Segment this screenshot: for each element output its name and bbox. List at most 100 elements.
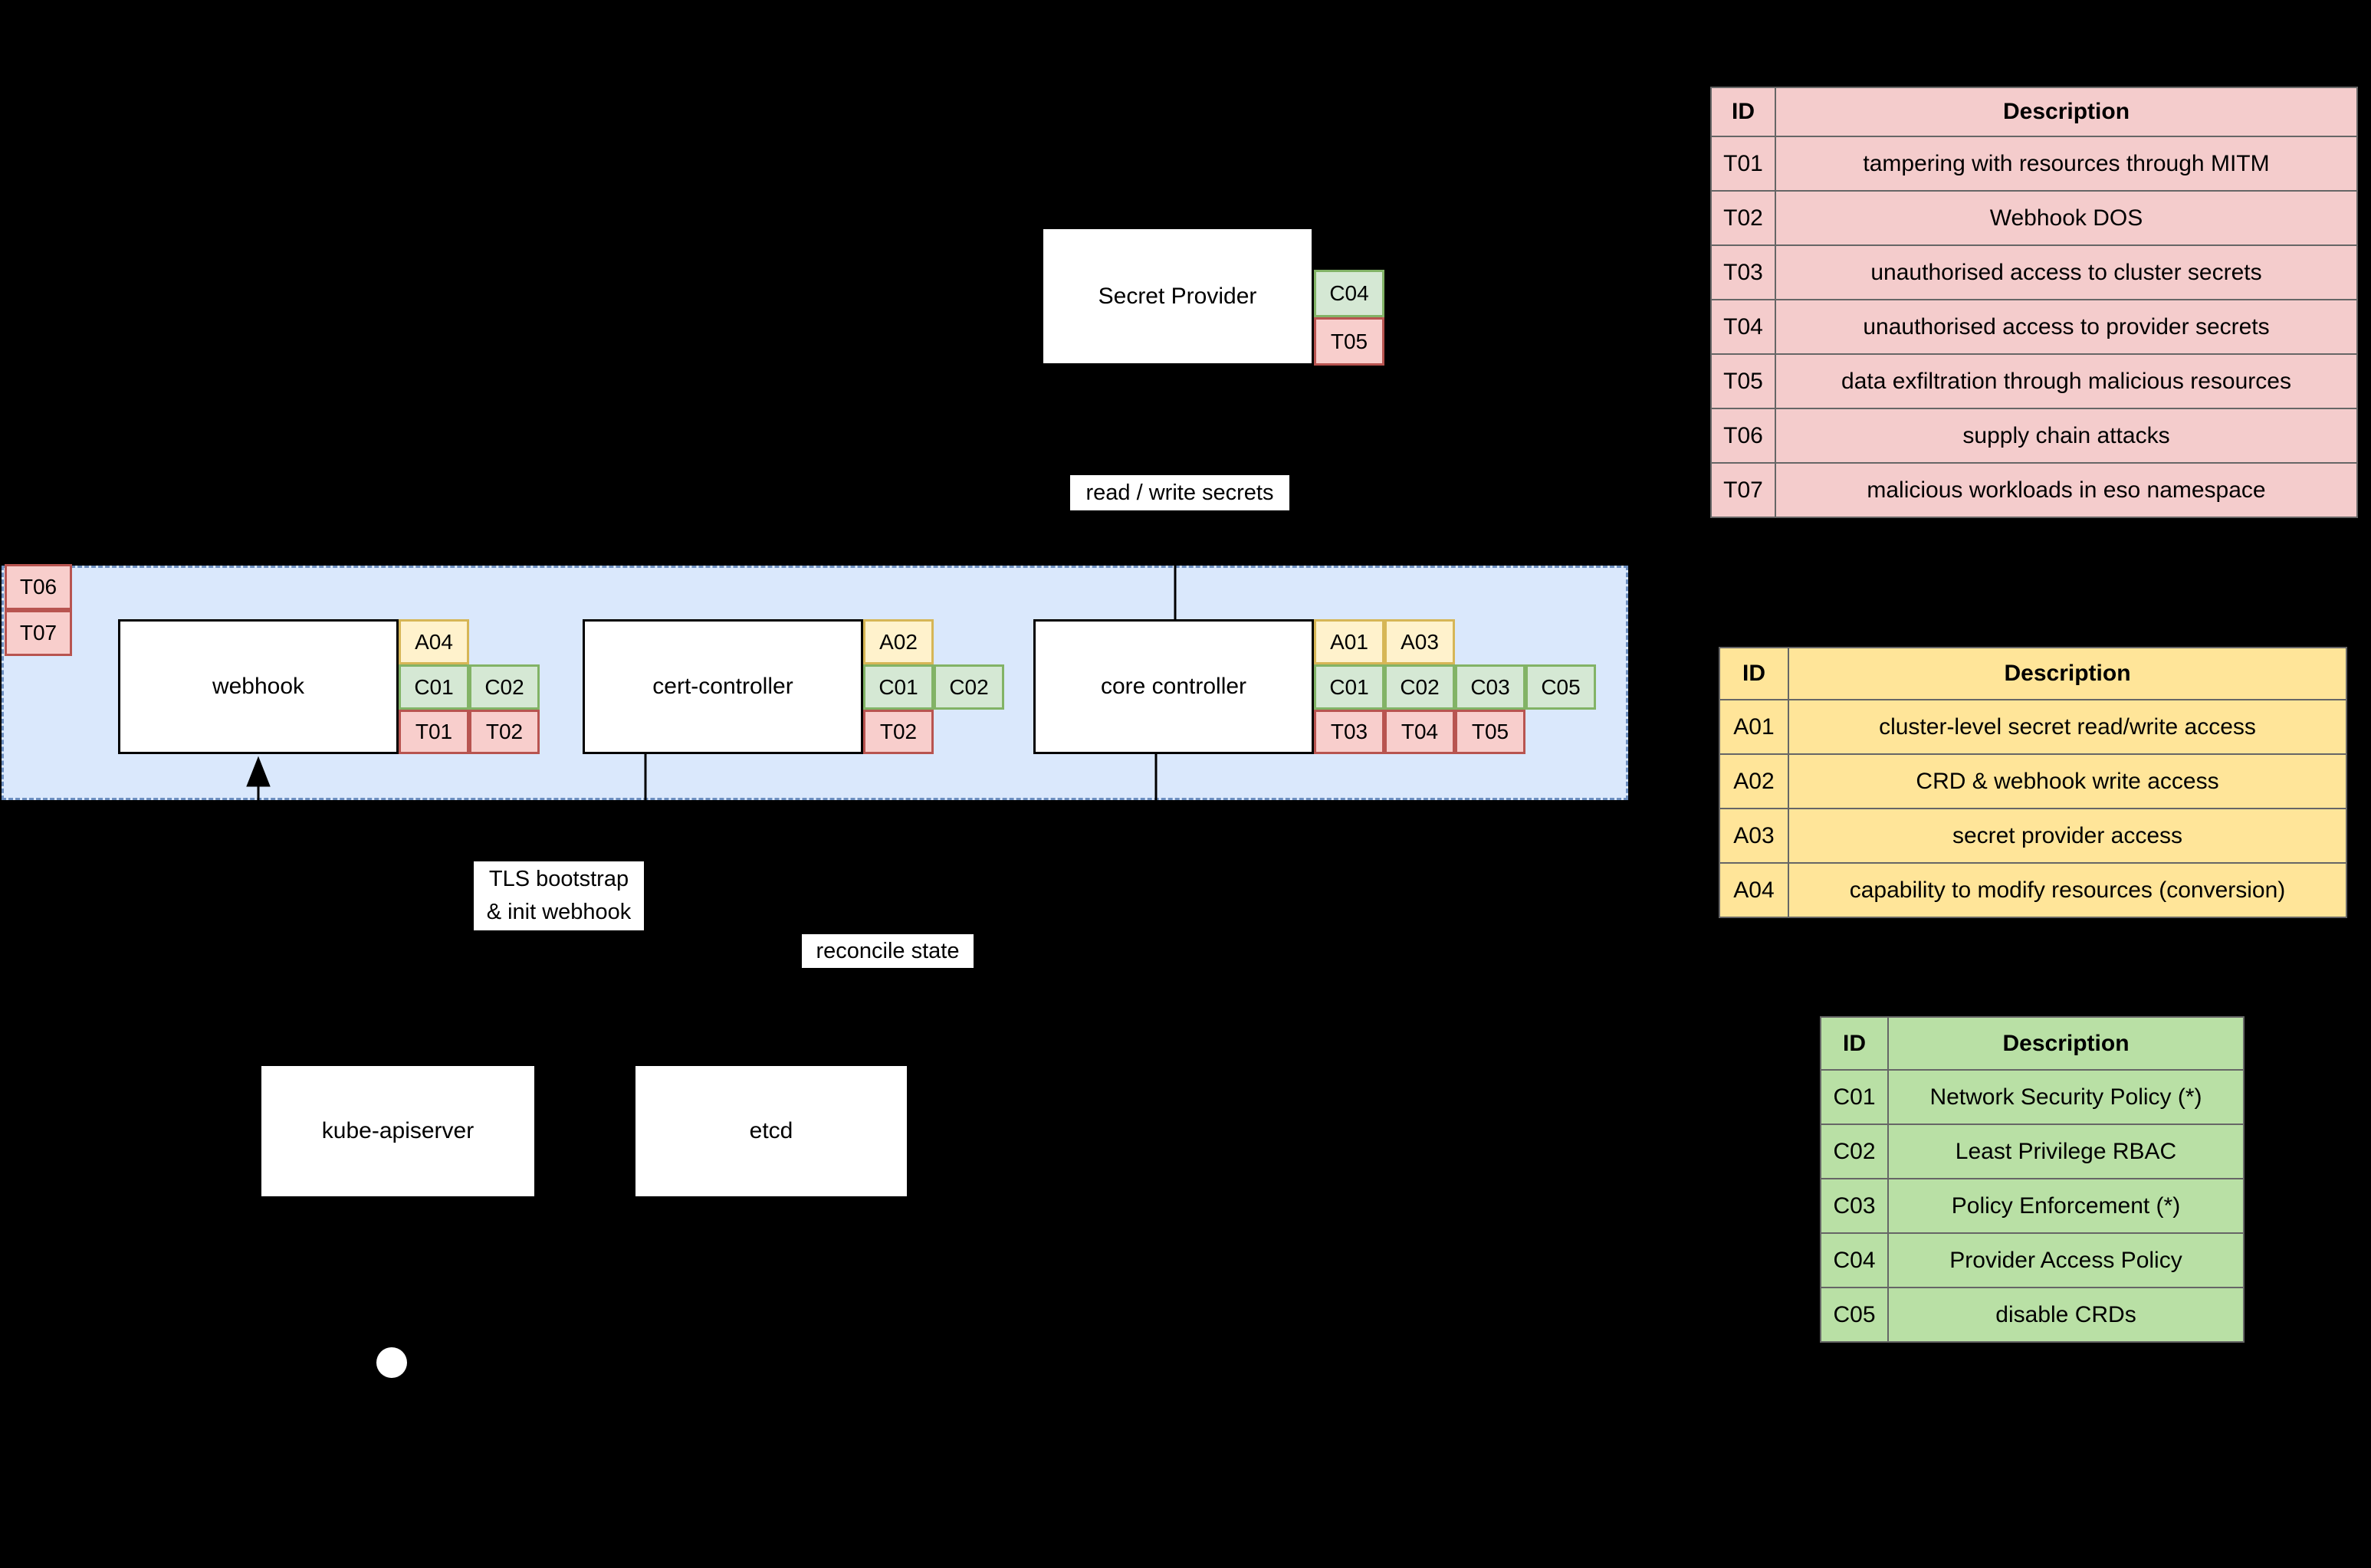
- badge-core-controller-c03: C03: [1455, 664, 1525, 710]
- control-id: C03: [1820, 1178, 1889, 1234]
- threat-id: T05: [1710, 353, 1776, 409]
- node-cert-controller: cert-controller: [583, 619, 863, 754]
- badge-webhook-a04: A04: [399, 619, 469, 664]
- badge-core-controller-c05: C05: [1525, 664, 1596, 710]
- access-header-row: ID Description: [1719, 647, 2347, 700]
- threat-desc: supply chain attacks: [1775, 408, 2358, 464]
- badge-boundary-t06: T06: [5, 564, 72, 610]
- access-desc: cluster-level secret read/write access: [1788, 699, 2347, 755]
- badge-core-controller-a03: A03: [1384, 619, 1455, 664]
- edge-label-tls-bootstrap-line1: TLS bootstrap: [488, 867, 629, 891]
- badge-cert-controller-t02: T02: [863, 710, 934, 754]
- access-id-header: ID: [1719, 647, 1789, 700]
- badge-webhook-c02: C02: [469, 664, 540, 710]
- node-kube-apiserver: kube-apiserver: [259, 1064, 537, 1199]
- badge-core-controller-c01: C01: [1314, 664, 1384, 710]
- badge-cert-controller-c01: C01: [863, 664, 934, 710]
- threat-desc: data exfiltration through malicious reso…: [1775, 353, 2358, 409]
- start-state-dot: [376, 1347, 407, 1378]
- badge-webhook-t01: T01: [399, 710, 469, 754]
- badge-core-controller-t03: T03: [1314, 710, 1384, 754]
- edge-core-controller-etcd: [770, 754, 1158, 1064]
- edge-label-tls-bootstrap: TLS bootstrap & init webhook: [474, 861, 644, 930]
- access-desc-header: Description: [1788, 647, 2347, 700]
- controls-desc-header: Description: [1887, 1016, 2245, 1071]
- control-id: C05: [1820, 1287, 1889, 1343]
- threat-id: T03: [1710, 244, 1776, 300]
- control-desc: Network Security Policy (*): [1887, 1069, 2245, 1125]
- threats-desc-header: Description: [1775, 87, 2358, 137]
- control-id: C04: [1820, 1232, 1889, 1288]
- badge-secret-provider-t05: T05: [1314, 317, 1384, 366]
- threats-header-row: ID Description: [1710, 87, 2358, 137]
- threat-desc: unauthorised access to provider secrets: [1775, 299, 2358, 355]
- access-id: A04: [1719, 862, 1789, 918]
- node-etcd: etcd: [633, 1064, 909, 1199]
- edge-label-tls-bootstrap-line2: & init webhook: [486, 900, 632, 924]
- control-id: C01: [1820, 1069, 1889, 1125]
- threats-id-header: ID: [1710, 87, 1776, 137]
- threat-desc: Webhook DOS: [1775, 190, 2358, 246]
- node-webhook: webhook: [118, 619, 399, 754]
- badge-webhook-t02: T02: [469, 710, 540, 754]
- threat-id: T01: [1710, 136, 1776, 192]
- control-id: C02: [1820, 1124, 1889, 1179]
- badge-core-controller-t04: T04: [1384, 710, 1455, 754]
- badge-secret-provider-c04: C04: [1314, 270, 1384, 317]
- threat-id: T06: [1710, 408, 1776, 464]
- node-webhook-label: webhook: [212, 674, 305, 699]
- badge-core-controller-c02: C02: [1384, 664, 1455, 710]
- edge-label-reconcile-state: reconcile state: [802, 934, 974, 968]
- threat-id: T04: [1710, 299, 1776, 355]
- threat-desc: tampering with resources through MITM: [1775, 136, 2358, 192]
- threat-desc: unauthorised access to cluster secrets: [1775, 244, 2358, 300]
- access-id: A02: [1719, 753, 1789, 809]
- node-core-controller: core controller: [1033, 619, 1314, 754]
- node-cert-controller-label: cert-controller: [652, 674, 793, 699]
- badge-boundary-t07: T07: [5, 610, 72, 656]
- threat-id: T07: [1710, 462, 1776, 518]
- badge-cert-controller-a02: A02: [863, 619, 934, 664]
- access-id: A03: [1719, 808, 1789, 864]
- edge-label-read-write-secrets: read / write secrets: [1070, 475, 1289, 510]
- badge-core-controller-a01: A01: [1314, 619, 1384, 664]
- badge-cert-controller-c02: C02: [934, 664, 1004, 710]
- node-secret-provider-label: Secret Provider: [1098, 283, 1257, 309]
- badge-core-controller-t05: T05: [1455, 710, 1525, 754]
- badge-webhook-c01: C01: [399, 664, 469, 710]
- access-id: A01: [1719, 699, 1789, 755]
- controls-header-row: ID Description: [1820, 1016, 2245, 1071]
- access-desc: capability to modify resources (conversi…: [1788, 862, 2347, 918]
- node-secret-provider: Secret Provider: [1041, 227, 1314, 366]
- node-core-controller-label: core controller: [1100, 674, 1247, 699]
- node-kube-apiserver-label: kube-apiserver: [321, 1118, 475, 1143]
- control-desc: Provider Access Policy: [1887, 1232, 2245, 1288]
- control-desc: Least Privilege RBAC: [1887, 1124, 2245, 1179]
- node-etcd-label: etcd: [749, 1118, 793, 1143]
- control-desc: Policy Enforcement (*): [1887, 1178, 2245, 1234]
- threat-desc: malicious workloads in eso namespace: [1775, 462, 2358, 518]
- access-desc: secret provider access: [1788, 808, 2347, 864]
- access-desc: CRD & webhook write access: [1788, 753, 2347, 809]
- threat-id: T02: [1710, 190, 1776, 246]
- controls-id-header: ID: [1820, 1016, 1889, 1071]
